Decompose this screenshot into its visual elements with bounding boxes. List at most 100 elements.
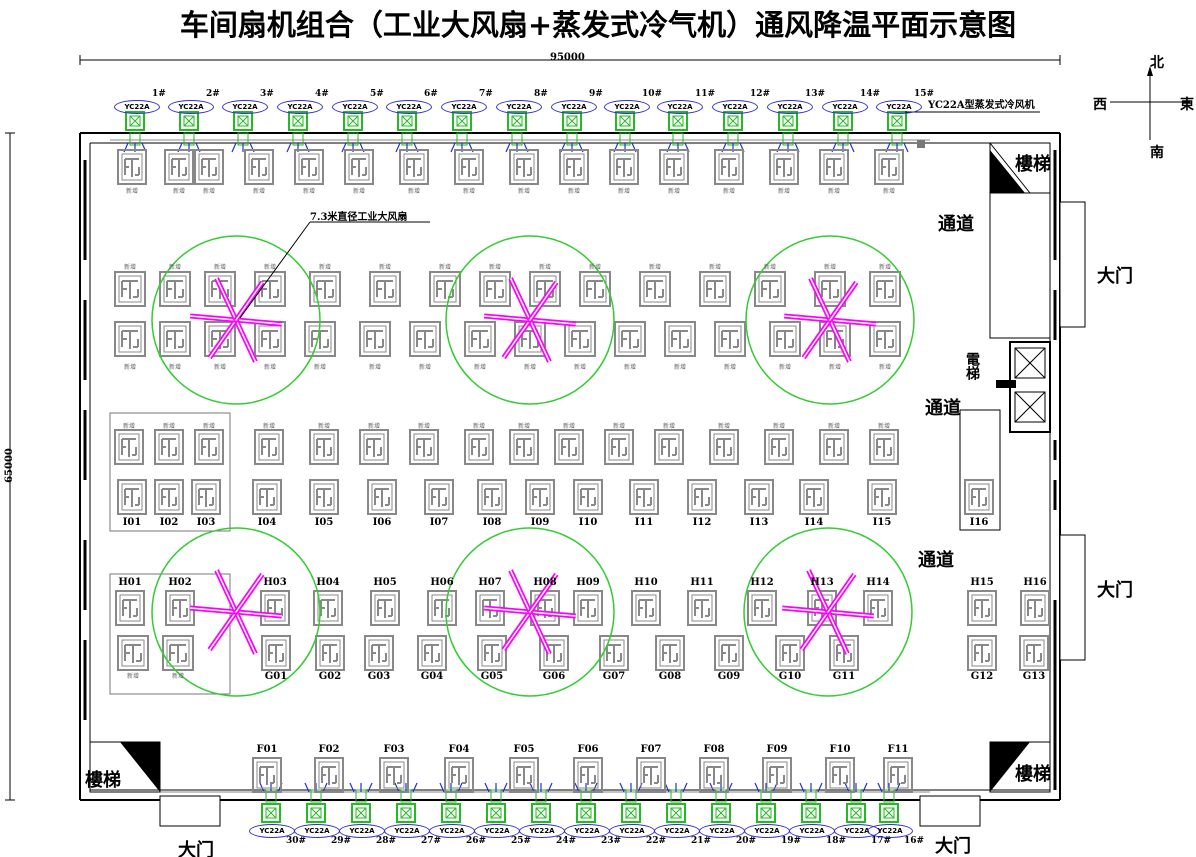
machine-inner <box>433 275 457 303</box>
i-upper-machine <box>709 429 739 465</box>
machine-frame <box>769 321 801 357</box>
machine-inner <box>208 325 232 353</box>
gate-label-south-1: 大门 <box>178 840 214 857</box>
fan-blade-core <box>235 611 257 655</box>
f-row-machine <box>573 757 603 793</box>
fan-blade-core <box>484 607 531 613</box>
machine-detail <box>516 158 532 177</box>
f-row-label: F03 <box>383 744 405 755</box>
upper-row-machine <box>254 321 286 357</box>
g-row-machine <box>599 635 629 671</box>
cooler-cross <box>566 115 578 127</box>
g-row-machine <box>655 635 685 671</box>
cooler-cross <box>837 115 849 127</box>
top-cooler-2 <box>179 111 199 131</box>
machine-frame <box>444 757 474 793</box>
machine-frame <box>863 590 893 626</box>
machine-inner <box>468 433 490 461</box>
machine-frame <box>115 590 145 626</box>
upper-row-machine <box>869 271 901 307</box>
machine-inner <box>558 433 580 461</box>
machine-tag: 新增 <box>823 264 837 271</box>
airflow-arrow <box>817 782 823 793</box>
machine-inner <box>468 325 492 353</box>
i-row-label: I07 <box>429 517 449 528</box>
cooler-core <box>891 115 903 127</box>
gate-label-south-2: 大门 <box>935 836 971 857</box>
bottom-cooler-20# <box>711 803 731 823</box>
machine-inner <box>298 153 320 181</box>
north-strip-machine <box>194 149 224 185</box>
i-row-label: I06 <box>372 517 392 528</box>
cooler-cross <box>760 807 772 819</box>
machine-detail <box>161 488 177 507</box>
cooler-cross <box>310 807 322 819</box>
machine-inner <box>118 433 140 461</box>
machine-detail <box>301 158 317 177</box>
h-row-machine <box>863 590 893 626</box>
h-row-label: H04 <box>316 577 340 588</box>
elevator-car-2 <box>1014 391 1046 423</box>
cooler-cross <box>400 807 412 819</box>
fan-blade-core <box>784 315 831 321</box>
passage-label-3: 通道 <box>918 550 954 571</box>
machine-inner <box>751 594 773 622</box>
fan-blade-core <box>215 569 237 613</box>
cooler-core <box>760 807 772 819</box>
airflow-arrow <box>682 782 688 793</box>
h-row-machine <box>1020 590 1050 626</box>
stairs-label-se: 樓梯 <box>1015 764 1051 785</box>
upper-row-machine <box>614 321 646 357</box>
machine-frame <box>659 149 689 185</box>
cooler-cross <box>347 115 359 127</box>
machine-frame <box>819 429 849 465</box>
f-row-label: F08 <box>703 744 725 755</box>
machine-tag: 新增 <box>352 188 366 195</box>
machine-tag: 新增 <box>763 264 777 271</box>
top-cooler-badge: YC22A <box>114 100 160 114</box>
i-row-label: I02 <box>159 517 179 528</box>
airflow-arrow <box>395 142 401 153</box>
upper-row-machine <box>369 271 401 307</box>
machine-detail <box>376 280 394 299</box>
cooler-cross <box>355 807 367 819</box>
fan-blade-core <box>235 281 263 321</box>
machine-frame <box>194 429 224 465</box>
machine-frame <box>424 479 454 515</box>
machine-tag: 新增 <box>407 188 421 195</box>
upper-row-machine <box>639 271 671 307</box>
airflow-arrow <box>304 782 310 793</box>
machine-inner <box>640 761 662 789</box>
g-row-label: G04 <box>420 671 444 682</box>
machine-frame <box>114 271 146 307</box>
machine-detail <box>198 488 214 507</box>
bottom-cooler-number: 24# <box>556 836 577 846</box>
machine-frame <box>529 271 561 307</box>
width-dimension: 95000 <box>550 52 585 63</box>
machine-frame <box>309 271 341 307</box>
h-row-label: H12 <box>750 577 774 588</box>
machine-detail <box>536 280 554 299</box>
machine-inner <box>818 275 842 303</box>
machine-frame <box>775 635 805 671</box>
i-upper-machine <box>154 429 184 465</box>
industrial-fan-5 <box>483 569 577 655</box>
machine-inner <box>543 639 565 667</box>
h-row-machine <box>370 590 400 626</box>
cooler-cross <box>891 115 903 127</box>
machine-inner <box>823 153 845 181</box>
machine-detail <box>316 488 332 507</box>
machine-frame <box>313 590 343 626</box>
bottom-cooler-badge: YC22A <box>699 824 745 838</box>
i-upper-machine <box>359 429 389 465</box>
machine-frame <box>762 757 792 793</box>
machine-tag: 新增 <box>317 423 331 430</box>
machine-inner <box>198 153 220 181</box>
north-strip-machine <box>559 149 589 185</box>
machine-detail <box>406 158 422 177</box>
i-upper-machine <box>869 429 899 465</box>
north-strip-machine <box>399 149 429 185</box>
bottom-cooler-number: 21# <box>691 836 712 846</box>
h-row-machine <box>967 590 997 626</box>
